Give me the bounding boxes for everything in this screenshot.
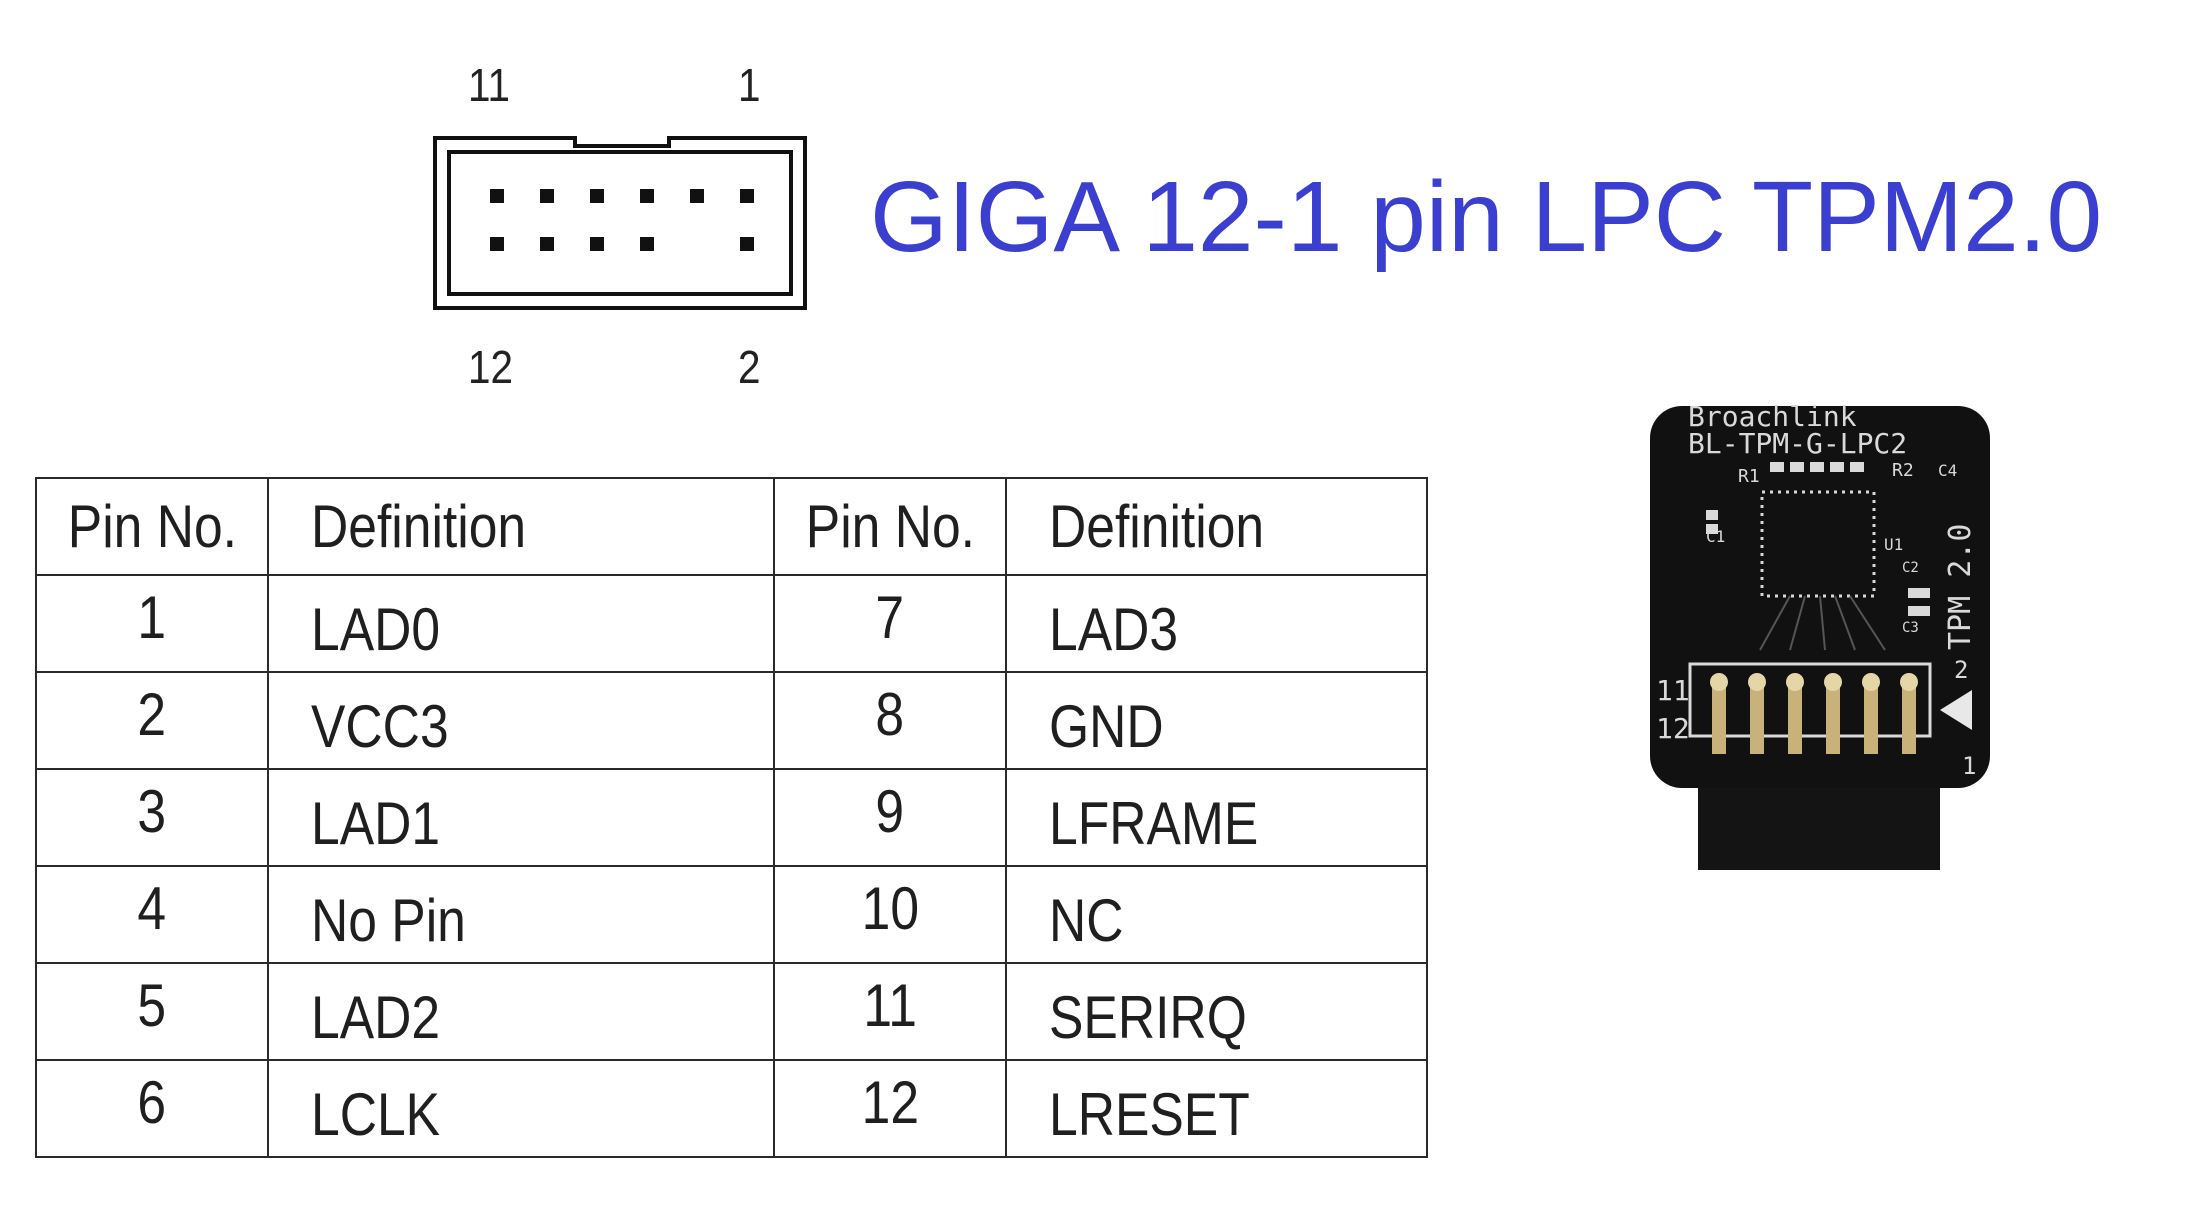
table-row: 5 LAD2 11 SERIRQ — [35, 962, 1428, 1061]
module-pin1-triangle — [1940, 690, 1972, 730]
module-model-text: BL-TPM-G-LPC2 — [1688, 427, 1907, 460]
connector-label-1: 1 — [738, 59, 761, 111]
silk-u1: U1 — [1884, 535, 1903, 554]
pin-6 — [640, 237, 654, 251]
cell-pin-no: 6 — [35, 1059, 269, 1158]
tpm-module-photo: Broachlink BL-TPM-G-LPC2 R1 R2 C4 C1 U1 … — [1650, 400, 1990, 870]
cell-pin-no: 11 — [773, 962, 1007, 1061]
connector-inner-shell — [447, 150, 793, 296]
module-traces — [1759, 595, 1886, 651]
page-title: GIGA 12-1 pin LPC TPM2.0 — [870, 161, 2103, 273]
silk-r1: R1 — [1738, 466, 1760, 487]
connector-label-2: 2 — [738, 341, 761, 393]
pin-5 — [640, 189, 654, 203]
silk-c4: C4 — [1938, 461, 1957, 480]
cell-pin-no: 8 — [773, 671, 1007, 770]
silk-pin1: 1 — [1962, 752, 1976, 780]
table-row: 6 LCLK 12 LRESET — [35, 1059, 1428, 1158]
module-brand-text: Broachlink — [1688, 400, 1857, 433]
cell-pin-no: 4 — [35, 865, 269, 964]
cell-pin-no: 5 — [35, 962, 269, 1061]
module-resistor-pads — [1706, 462, 1930, 616]
cell-definition: GND — [1005, 671, 1428, 770]
silk-pin2: 2 — [1954, 656, 1968, 684]
table-header-row: Pin No. Definition Pin No. Definition — [35, 477, 1428, 576]
pin-definition-table: Pin No. Definition Pin No. Definition 1 … — [35, 477, 1428, 1158]
header-pin-no-2: Pin No. — [773, 477, 1007, 576]
cell-pin-no: 3 — [35, 768, 269, 867]
pin-12 — [490, 237, 504, 251]
cell-definition: SERIRQ — [1005, 962, 1428, 1061]
module-side-text: TPM 2.0 — [1943, 524, 1978, 650]
cell-definition: LCLK — [267, 1059, 775, 1158]
cell-definition: LRESET — [1005, 1059, 1428, 1158]
pin-7 — [590, 189, 604, 203]
connector-pins — [490, 189, 754, 251]
table-row: 2 VCC3 8 GND — [35, 671, 1428, 770]
pin-11 — [490, 189, 504, 203]
cell-definition: NC — [1005, 865, 1428, 964]
cell-definition: LFRAME — [1005, 768, 1428, 867]
cell-pin-no: 7 — [773, 574, 1007, 673]
silk-pin11: 11 — [1656, 674, 1690, 707]
table-row: 3 LAD1 9 LFRAME — [35, 768, 1428, 867]
cell-definition: VCC3 — [267, 671, 775, 770]
silk-r2: R2 — [1892, 460, 1914, 481]
module-header-pins — [1710, 673, 1918, 754]
pin-3 — [690, 189, 704, 203]
connector-label-12: 12 — [468, 341, 514, 393]
pin-2 — [740, 237, 754, 251]
cell-definition: LAD2 — [267, 962, 775, 1061]
cell-pin-no: 2 — [35, 671, 269, 770]
header-definition-2: Definition — [1005, 477, 1428, 576]
cell-definition: No Pin — [267, 865, 775, 964]
table-row: 1 LAD0 7 LAD3 — [35, 574, 1428, 673]
cell-pin-no: 9 — [773, 768, 1007, 867]
cell-definition: LAD3 — [1005, 574, 1428, 673]
silk-pin12: 12 — [1656, 712, 1690, 745]
cell-pin-no: 10 — [773, 865, 1007, 964]
pin-1 — [740, 189, 754, 203]
cell-definition: LAD1 — [267, 768, 775, 867]
module-header-outline — [1688, 662, 1932, 738]
table-row: 4 No Pin 10 NC — [35, 865, 1428, 964]
cell-pin-no: 12 — [773, 1059, 1007, 1158]
silk-c3: C3 — [1902, 620, 1919, 636]
pin-10 — [540, 237, 554, 251]
silk-c2: C2 — [1902, 560, 1919, 576]
header-pin-no-1: Pin No. — [35, 477, 269, 576]
connector-header-diagram — [433, 136, 807, 310]
cell-pin-no: 1 — [35, 574, 269, 673]
pin-9 — [540, 189, 554, 203]
header-definition-1: Definition — [267, 477, 775, 576]
connector-outer-shell — [433, 136, 807, 310]
module-chip-outline — [1760, 490, 1876, 598]
pin-8 — [590, 237, 604, 251]
cell-definition: LAD0 — [267, 574, 775, 673]
connector-label-11: 11 — [468, 59, 511, 111]
